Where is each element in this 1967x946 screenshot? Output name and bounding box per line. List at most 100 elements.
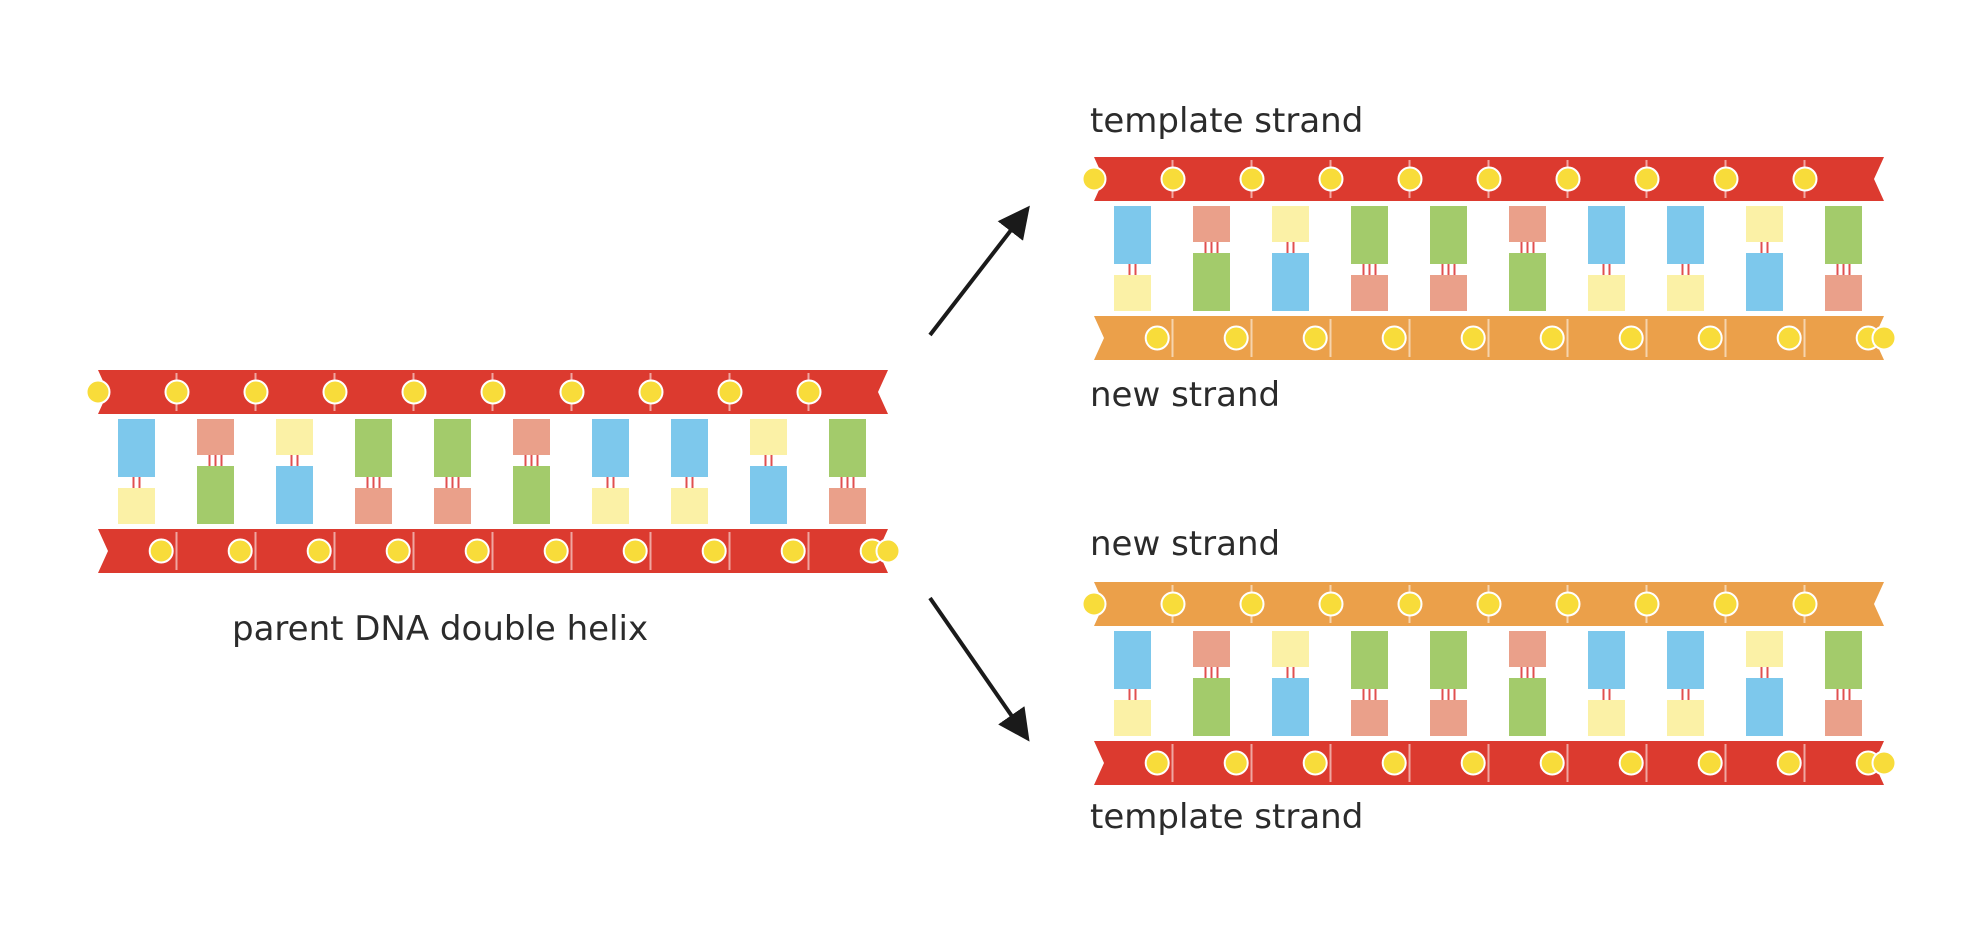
phosphate-dot	[322, 379, 348, 405]
base-C	[1825, 275, 1862, 311]
phosphate-dot	[638, 379, 664, 405]
base-T	[1588, 700, 1625, 736]
base-A	[1114, 206, 1151, 264]
phosphate-dot	[701, 538, 727, 564]
base-C	[1193, 631, 1230, 667]
phosphate-dot	[227, 538, 253, 564]
phosphate-dot	[306, 538, 332, 564]
base-G	[197, 466, 234, 524]
phosphate-dot	[1776, 750, 1802, 776]
phosphate-dot	[1792, 166, 1818, 192]
base-G	[1351, 631, 1388, 689]
base-C	[1430, 700, 1467, 736]
phosphate-dot	[1871, 325, 1897, 351]
phosphate-dot	[1318, 591, 1344, 617]
phosphate-dot	[1160, 591, 1186, 617]
phosphate-dot	[1713, 591, 1739, 617]
phosphate-dot	[1634, 591, 1660, 617]
base-G	[1509, 678, 1546, 736]
phosphate-dot	[1776, 325, 1802, 351]
phosphate-dot	[1697, 750, 1723, 776]
base-C	[1351, 700, 1388, 736]
base-A	[750, 466, 787, 524]
phosphate-dot	[796, 379, 822, 405]
base-G	[355, 419, 392, 477]
daughter-helix-top	[1081, 157, 1897, 360]
bottom-template-strand-label: template strand	[1090, 797, 1363, 837]
phosphate-dot	[1381, 750, 1407, 776]
base-G	[829, 419, 866, 477]
bottom-new-strand-label: new strand	[1090, 524, 1280, 564]
base-A	[671, 419, 708, 477]
phosphate-dot	[1539, 325, 1565, 351]
phosphate-dot	[622, 538, 648, 564]
top-template-strand-label: template strand	[1090, 101, 1363, 141]
base-T	[1114, 275, 1151, 311]
phosphate-dot	[1397, 591, 1423, 617]
base-A	[1667, 206, 1704, 264]
base-T	[1272, 206, 1309, 242]
phosphate-dot	[1460, 750, 1486, 776]
arrow-to-top-daughter	[928, 205, 1030, 337]
base-G	[1825, 206, 1862, 264]
phosphate-dot	[243, 379, 269, 405]
base-G	[1825, 631, 1862, 689]
parent-dna-double-helix	[85, 370, 901, 573]
phosphate-dot	[1871, 750, 1897, 776]
base-G	[1430, 206, 1467, 264]
phosphate-dot	[480, 379, 506, 405]
phosphate-dot	[148, 538, 174, 564]
base-C	[355, 488, 392, 524]
base-A	[276, 466, 313, 524]
base-T	[276, 419, 313, 455]
base-T	[1114, 700, 1151, 736]
base-T	[1667, 700, 1704, 736]
base-T	[1746, 631, 1783, 667]
phosphate-dot	[717, 379, 743, 405]
base-G	[1193, 678, 1230, 736]
base-C	[434, 488, 471, 524]
base-C	[1430, 275, 1467, 311]
phosphate-dot	[1381, 325, 1407, 351]
base-C	[513, 419, 550, 455]
phosphate-dot	[1618, 325, 1644, 351]
daughter-helix-bottom	[1081, 582, 1897, 785]
phosphate-dot	[1555, 591, 1581, 617]
phosphate-dot	[1555, 166, 1581, 192]
base-T	[671, 488, 708, 524]
base-C	[1509, 206, 1546, 242]
phosphate-dot	[464, 538, 490, 564]
base-T	[592, 488, 629, 524]
base-G	[513, 466, 550, 524]
phosphate-dot	[1792, 591, 1818, 617]
phosphate-dot	[1397, 166, 1423, 192]
top-new-strand-label: new strand	[1090, 375, 1280, 415]
phosphate-dot	[385, 538, 411, 564]
phosphate-dot	[1476, 166, 1502, 192]
phosphate-dot	[85, 379, 111, 405]
base-A	[1588, 631, 1625, 689]
phosphate-dot	[1144, 750, 1170, 776]
phosphate-dot	[1144, 325, 1170, 351]
phosphate-dot	[1634, 166, 1660, 192]
phosphate-dot	[1302, 325, 1328, 351]
base-A	[1746, 253, 1783, 311]
phosphate-dot	[1239, 166, 1265, 192]
phosphate-dot	[875, 538, 901, 564]
base-C	[1193, 206, 1230, 242]
base-A	[1272, 253, 1309, 311]
base-C	[1509, 631, 1546, 667]
base-T	[1588, 275, 1625, 311]
phosphate-dot	[1539, 750, 1565, 776]
base-T	[1746, 206, 1783, 242]
phosphate-dot	[543, 538, 569, 564]
base-G	[434, 419, 471, 477]
base-C	[1825, 700, 1862, 736]
base-T	[1272, 631, 1309, 667]
phosphate-dot	[1460, 325, 1486, 351]
base-G	[1351, 206, 1388, 264]
base-A	[1588, 206, 1625, 264]
base-G	[1430, 631, 1467, 689]
base-C	[829, 488, 866, 524]
